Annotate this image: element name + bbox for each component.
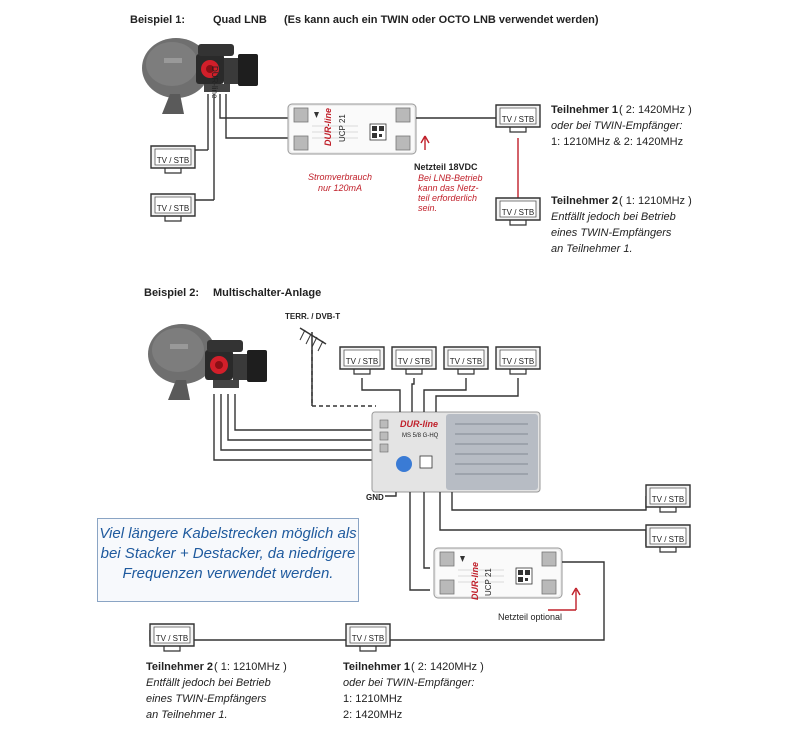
ex1-participant2-line2: Entfällt jedoch bei Betrieb	[551, 211, 676, 223]
ucp21-1-brand: DUR-line	[323, 108, 333, 146]
receiver-label: TV / STB	[346, 357, 378, 366]
receiver-label: TV / STB	[352, 634, 384, 643]
example2-heading-title: Multischalter-Anlage	[213, 287, 321, 299]
power-consumption-line2: nur 120mA	[318, 183, 362, 193]
ex1-participant1-line3: 1: 1210MHz & 2: 1420MHz	[551, 136, 683, 148]
lnb-brand: DUR-line	[210, 66, 219, 99]
info-callout: Viel längere Kabelstrecken möglich als b…	[97, 518, 359, 602]
receiver-label: TV / STB	[157, 156, 189, 165]
psu-note-line3: teil erforderlich	[418, 193, 477, 203]
quad-lnb-icon	[196, 44, 258, 92]
ex2-participant2-line4: an Teilnehmer 1.	[146, 709, 228, 721]
receiver-label: TV / STB	[652, 495, 684, 504]
callout-line2: bei Stacker + Destacker, da niedrigere	[100, 545, 356, 562]
example1-heading-note: (Es kann auch ein TWIN oder OCTO LNB ver…	[284, 14, 599, 26]
receiver-label: TV / STB	[450, 357, 482, 366]
psu-note-line4: sein.	[418, 203, 437, 213]
receiver-label: TV / STB	[502, 115, 534, 124]
multiswitch-brand: DUR-line	[400, 419, 438, 429]
ucp21-1-model: UCP 21	[338, 114, 347, 142]
receiver-label: TV / STB	[398, 357, 430, 366]
ex2-participant2-title: Teilnehmer 2	[146, 661, 213, 673]
ex2-participant1-line4: 2: 1420MHz	[343, 709, 402, 721]
psu-note-line2: kann das Netz-	[418, 183, 479, 193]
receiver-label: TV / STB	[157, 204, 189, 213]
receiver-label: TV / STB	[156, 634, 188, 643]
ex1-participant2-line4: an Teilnehmer 1.	[551, 243, 633, 255]
ex1-participant1-line2: oder bei TWIN-Empfänger:	[551, 120, 682, 132]
ex2-participant1-freq: ( 2: 1420MHz )	[411, 661, 484, 673]
ex2-participant1-title: Teilnehmer 1	[343, 661, 410, 673]
receiver-label: TV / STB	[502, 208, 534, 217]
ex1-participant1-freq: ( 2: 1420MHz )	[619, 104, 692, 116]
ucp21-2-brand: DUR-line	[470, 562, 480, 600]
gnd-label: GND	[366, 493, 384, 502]
ex1-participant2-freq: ( 1: 1210MHz )	[619, 195, 692, 207]
receiver-label: TV / STB	[502, 357, 534, 366]
example2-heading-label: Beispiel 2:	[144, 287, 199, 299]
ex2-participant2-line3: eines TWIN-Empfängers	[146, 693, 267, 705]
terrestrial-antenna-icon	[299, 327, 327, 406]
receiver-label: TV / STB	[652, 535, 684, 544]
psu-note-line1: Bei LNB-Betrieb	[418, 173, 483, 183]
antenna-label: TERR. / DVB-T	[285, 312, 340, 321]
example1-heading-label: Beispiel 1:	[130, 14, 185, 26]
ex2-participant2-line2: Entfällt jedoch bei Betrieb	[146, 677, 271, 689]
psu-optional-label: Netzteil optional	[498, 612, 562, 622]
ex2-participant1-line2: oder bei TWIN-Empfänger:	[343, 677, 474, 689]
multiswitch-device	[371, 411, 541, 493]
ex1-participant2-title: Teilnehmer 2	[551, 195, 618, 207]
callout-line3: Frequenzen verwendet werden.	[122, 565, 334, 582]
ucp21-2-model: UCP 21	[484, 568, 493, 596]
psu-title: Netzteil 18VDC	[414, 162, 478, 172]
ex1-participant1-title: Teilnehmer 1	[551, 104, 618, 116]
ucp21-converter-1	[287, 103, 417, 155]
ex2-participant1-line3: 1: 1210MHz	[343, 693, 402, 705]
multiswitch-model: MS 5/8 G-HQ	[402, 433, 439, 439]
callout-line1: Viel längere Kabelstrecken möglich als	[99, 525, 357, 542]
quad-lnb-icon	[205, 340, 267, 388]
ex2-participant2-freq: ( 1: 1210MHz )	[214, 661, 287, 673]
power-consumption-line1: Stromverbrauch	[308, 172, 372, 182]
ucp21-converter-2	[433, 547, 563, 599]
example1-heading-title: Quad LNB	[213, 14, 267, 26]
ex1-participant2-line3: eines TWIN-Empfängers	[551, 227, 672, 239]
